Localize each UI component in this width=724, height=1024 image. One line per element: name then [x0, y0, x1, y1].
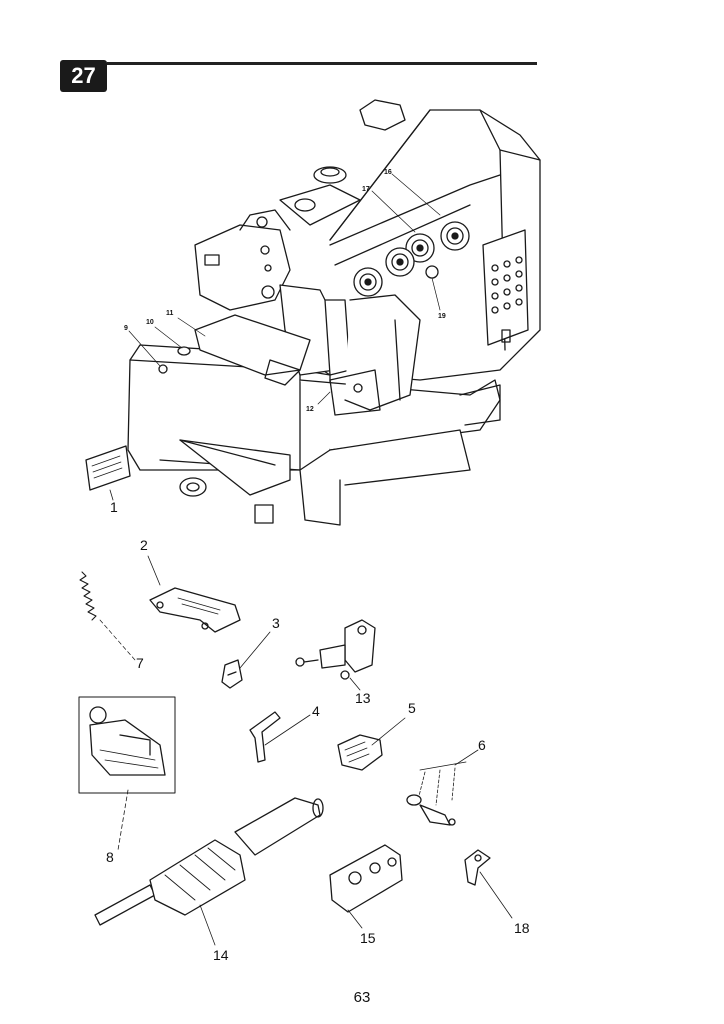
- part-4-looper: [249, 711, 311, 763]
- tension-dials: [353, 221, 470, 297]
- callout-16: 16: [384, 169, 392, 176]
- part-7-spring: [79, 571, 136, 661]
- part-13-guide-bracket: [295, 619, 376, 691]
- part-2-needle-plate: [147, 555, 241, 633]
- callout-3: 3: [272, 615, 280, 631]
- callout-11: 11: [166, 310, 174, 317]
- section-number-badge: 27: [60, 60, 107, 92]
- part-8-presser-foot: [78, 696, 176, 851]
- callout-19: 19: [438, 313, 446, 320]
- overlock-machine-illustration: [127, 99, 541, 526]
- callout-8: 8: [106, 849, 114, 865]
- callout-4: 4: [312, 703, 320, 719]
- part-1-label-plate: [85, 445, 131, 501]
- part-5-feed-dog: [337, 717, 406, 771]
- callout-7: 7: [136, 655, 144, 671]
- callout-18: 18: [514, 920, 530, 936]
- callout-17: 17: [362, 186, 370, 193]
- callout-1: 1: [110, 499, 118, 515]
- callout-14: 14: [213, 947, 229, 963]
- callout-13: 13: [355, 690, 371, 706]
- part-6-screw-assembly: [406, 749, 479, 826]
- callout-labels: 1 2 3 4 5 6 7 8 9 10 11 12 13 14 15 16 1…: [106, 169, 530, 963]
- part-3-small-bracket: [221, 631, 271, 689]
- callout-10: 10: [146, 319, 154, 326]
- callout-12: 12: [306, 406, 314, 413]
- callout-5: 5: [408, 700, 416, 716]
- callout-6: 6: [478, 737, 486, 753]
- part-18-small-lever: [464, 849, 513, 919]
- callout-15: 15: [360, 930, 376, 946]
- part-15-housing-block: [329, 844, 403, 929]
- callout-2: 2: [140, 537, 148, 553]
- page-number: 63: [353, 989, 371, 1006]
- control-panel-buttons: [491, 256, 523, 343]
- header-rule: [107, 62, 537, 65]
- part-14-main-shaft: [94, 797, 324, 946]
- callout-9: 9: [124, 325, 128, 332]
